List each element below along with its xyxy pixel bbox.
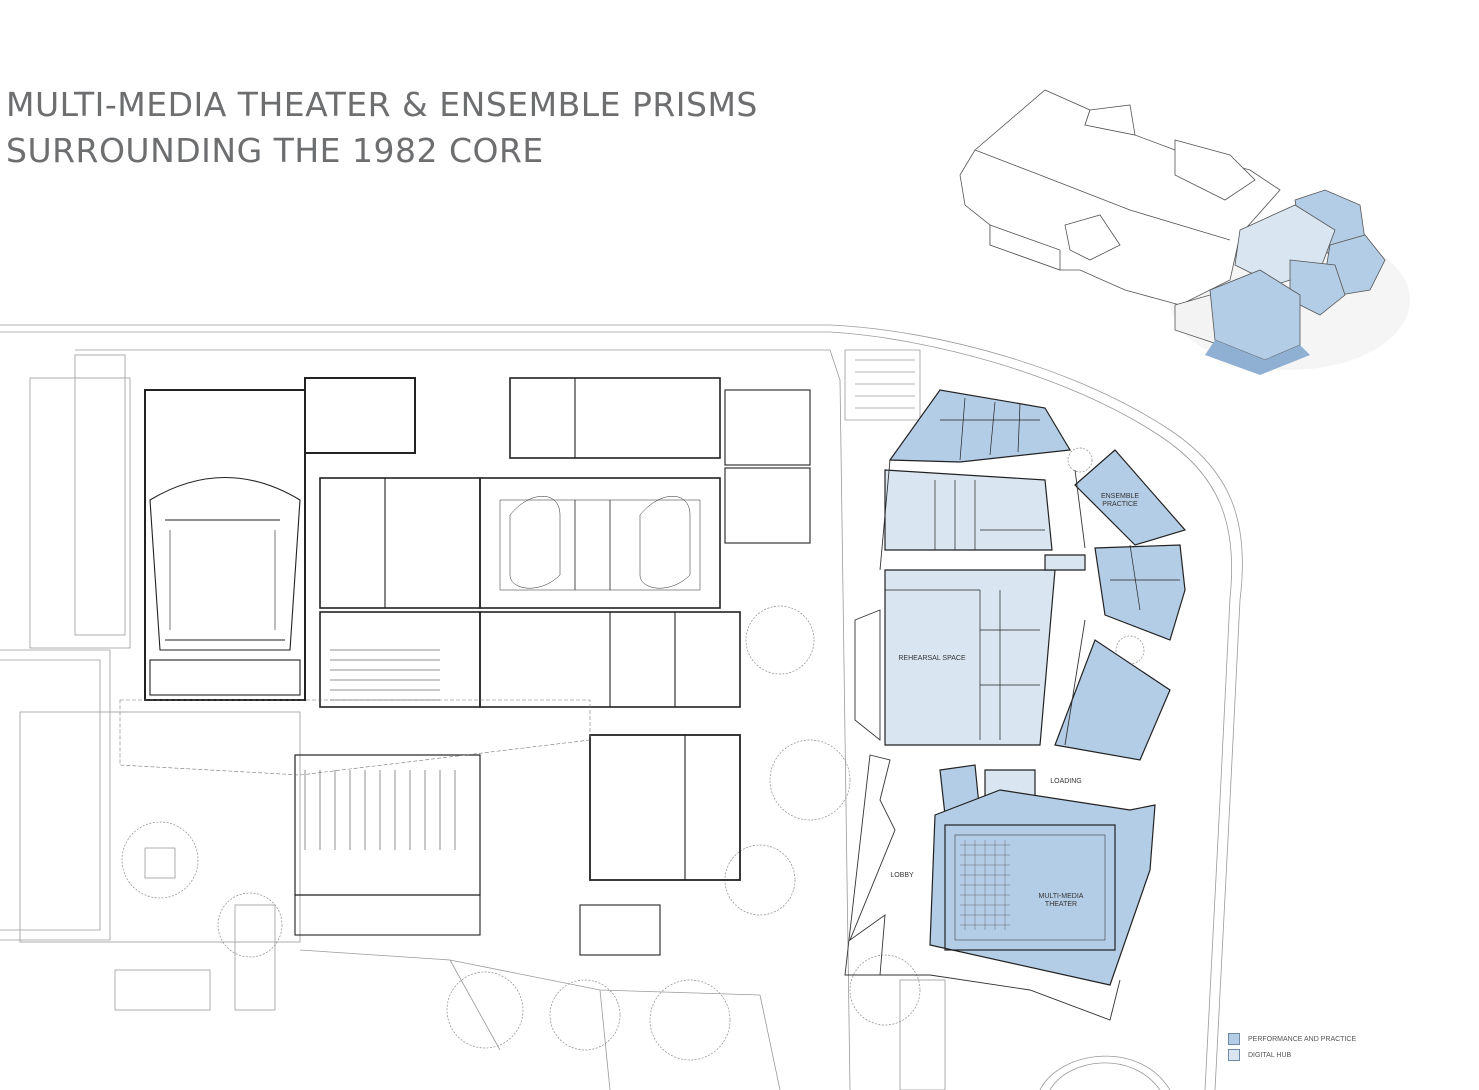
digital-hub-upper — [884, 469, 1053, 551]
core-building — [119, 377, 811, 956]
label-ensemble-practice-1: ENSEMBLE — [1101, 493, 1139, 500]
legend-label-digital-hub: DIGITAL HUB — [1248, 1051, 1292, 1059]
theater-seating — [960, 840, 1010, 930]
room-labels: ENSEMBLE PRACTICE REHEARSAL SPACE LOADIN… — [890, 493, 1139, 908]
ensemble-practice-prism — [1074, 449, 1187, 546]
practice-rooms-prism — [1094, 544, 1186, 641]
digital-hub-zones — [884, 469, 1086, 811]
performance-practice-zones — [888, 389, 1187, 986]
site-lines — [0, 324, 1243, 1090]
ensemble-prism-north — [888, 389, 1071, 463]
label-lobby: LOBBY — [890, 872, 914, 879]
page-title: MULTI-MEDIA THEATER & ENSEMBLE PRISMS SU… — [6, 82, 758, 174]
legend-swatch-digital-hub — [1228, 1049, 1240, 1061]
legend-label-performance: PERFORMANCE AND PRACTICE — [1248, 1035, 1357, 1043]
legend-item-performance: PERFORMANCE AND PRACTICE — [1228, 1031, 1356, 1047]
east-prism — [1054, 639, 1171, 761]
legend-item-digital-hub: DIGITAL HUB — [1228, 1047, 1356, 1063]
axonometric-massing — [959, 89, 1410, 375]
legend-swatch-performance — [1228, 1033, 1240, 1045]
title-line-1: MULTI-MEDIA THEATER & ENSEMBLE PRISMS — [6, 85, 758, 124]
digital-hub-rehearsal — [884, 569, 1056, 746]
trees — [121, 447, 1145, 1061]
label-loading: LOADING — [1050, 778, 1082, 785]
label-multimedia-theater-1: MULTI-MEDIA — [1039, 893, 1084, 900]
lobby-lines — [844, 459, 1121, 1021]
label-rehearsal-space: REHEARSAL SPACE — [898, 655, 966, 662]
title-line-2: SURROUNDING THE 1982 CORE — [6, 131, 544, 170]
digital-hub-link — [1044, 554, 1086, 571]
label-ensemble-practice-2: PRACTICE — [1102, 501, 1138, 508]
legend: PERFORMANCE AND PRACTICE DIGITAL HUB — [1228, 1031, 1356, 1063]
label-multimedia-theater-2: THEATER — [1045, 901, 1077, 908]
multimedia-theater-prism — [929, 789, 1156, 986]
